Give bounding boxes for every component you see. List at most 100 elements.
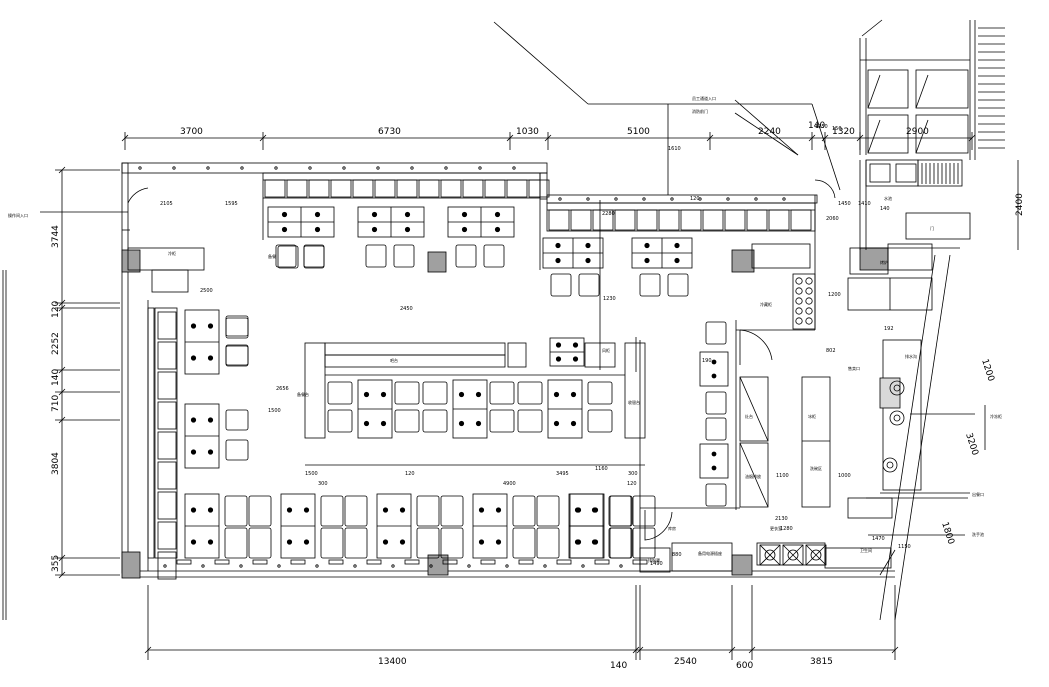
booth-seat [790,209,812,231]
table-setting [478,539,485,545]
interior-dim: 2130 [775,516,788,522]
window-mark [277,564,281,568]
interior-dim: 190 [702,358,712,364]
dim-bottom-3: 2540 [674,657,697,667]
table-setting [371,211,378,218]
burner-unit [805,544,827,566]
chair [639,273,661,297]
booth-seat [330,179,352,198]
table-setting [207,449,214,455]
dim-bottom-2: 140 [610,661,627,671]
chair [550,273,572,297]
chair [705,417,727,441]
room-label: 冷藏柜 [760,301,772,307]
chair [483,244,505,268]
dim-top-3: 1030 [516,127,539,137]
dimension-labels: 3700 6730 1030 5100 2240 140 1320 2900 1… [51,121,1025,671]
chair [536,495,560,527]
room-label: 员工通道入口 [692,95,716,101]
window-frame [480,559,496,565]
table-setting [382,539,389,545]
chair [517,409,543,433]
interior-dim: 1410 [858,201,871,207]
chair [587,409,613,433]
window-mark [172,166,176,170]
window-mark [353,564,357,568]
window-mark [581,564,585,568]
table-setting [585,257,591,264]
structural-column [731,249,755,273]
interior-dim: 1100 [776,473,789,479]
burner-ring [795,277,803,285]
booth-seat [374,179,396,198]
window-mark [342,166,346,170]
booth-seat [636,209,658,231]
window-mark [614,197,618,201]
chair [609,527,633,559]
structural-column [427,251,447,273]
exterior-structures [493,19,1005,370]
booth-seat [528,179,550,198]
chair [303,245,325,269]
booth-seat [614,209,636,231]
window-mark [201,564,205,568]
interior-dim: 140 [880,206,890,212]
window-mark [505,564,509,568]
interior-dim: 1595 [225,201,238,207]
interior-dim: 1150 [898,544,911,550]
booth-seat [157,371,177,400]
table-setting [207,539,214,545]
chair [422,381,448,405]
table-setting [190,323,197,329]
table [699,351,729,387]
dim-top-7: 1320 [832,127,855,137]
chair [225,317,249,339]
window-mark [670,197,674,201]
window-mark [642,197,646,201]
booth-seat [352,179,374,198]
window-frame [518,559,534,565]
table-setting [711,373,717,379]
interior-dim: 120 [690,196,700,202]
window-mark [444,166,448,170]
dim-bottom-4: 600 [736,661,753,671]
room-label: 门 [930,225,934,231]
table-setting [461,226,468,233]
booth-seat [548,209,570,231]
table-setting [380,420,387,427]
window-mark [391,564,395,568]
chair [277,245,299,269]
room-label: 排水沟 [905,353,917,359]
booth-seat [702,209,724,231]
table-setting [286,507,293,513]
booth-seat [286,179,308,198]
chair [225,409,249,431]
window-frame [594,559,610,565]
table-setting [478,507,485,513]
interior-dim: 300 [318,481,328,487]
dim-right-1: 2400 [1015,193,1025,216]
chair [512,527,536,559]
booth-seat [440,179,462,198]
booth-seat [157,401,177,430]
room-label: 水池 [884,195,892,201]
burner-ring [805,297,813,305]
table-setting [592,539,599,545]
sink-bowl [869,163,891,183]
table-setting [281,226,288,233]
table-setting [399,507,406,513]
interior-dim: 3495 [556,471,569,477]
window-mark [512,166,516,170]
booth-seat [418,179,440,198]
burner-ring [805,277,813,285]
chair [225,344,249,366]
chair [320,495,344,527]
table-setting [475,391,482,398]
chair [365,244,387,268]
chair [667,273,689,297]
window-mark [274,166,278,170]
dim-top-8: 2900 [906,127,929,137]
dimension-ticks [55,132,976,660]
burner-unit [782,544,804,566]
booth-seat [308,179,330,198]
